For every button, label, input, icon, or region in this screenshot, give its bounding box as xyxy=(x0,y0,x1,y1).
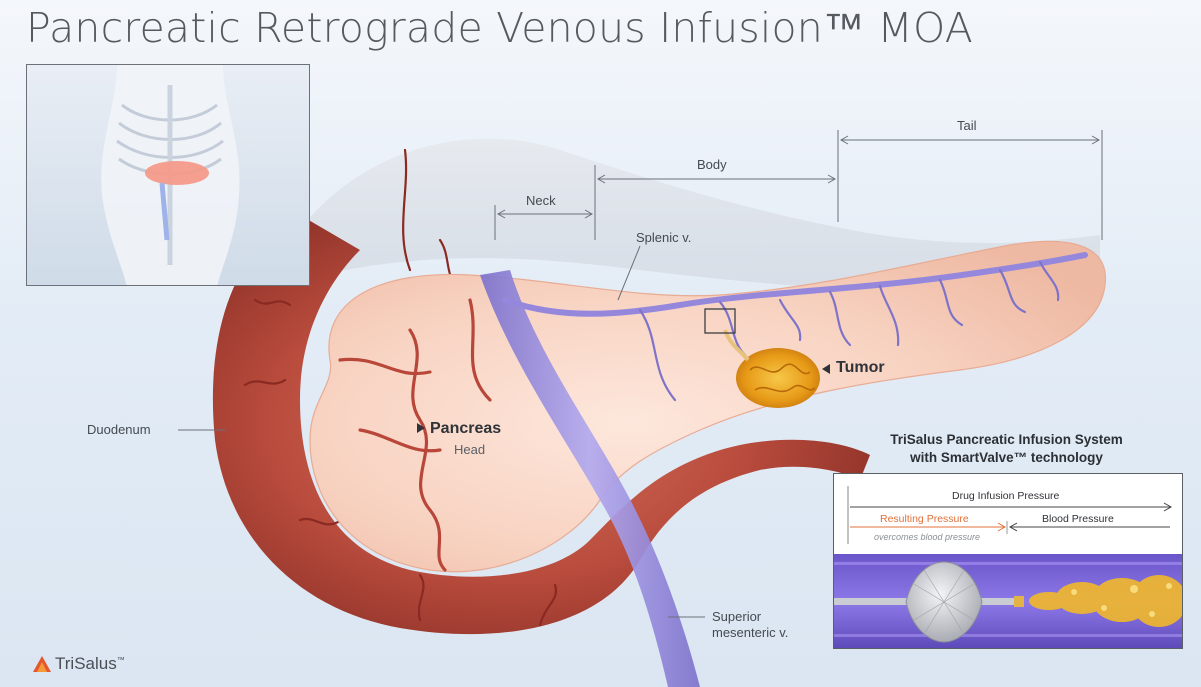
drug-infusion-pressure-label: Drug Infusion Pressure xyxy=(952,490,1059,502)
trisalus-triangle-icon xyxy=(33,656,51,672)
pancreas-label: Pancreas xyxy=(430,420,501,438)
tail-label: Tail xyxy=(957,118,977,133)
splenic-vein-label: Splenic v. xyxy=(636,230,691,245)
panel-title-line2: with SmartValve™ technology xyxy=(830,449,1183,467)
inset-pancreas xyxy=(145,161,209,185)
superior-mesenteric-label-line2: mesenteric v. xyxy=(712,625,788,640)
panel-title-line1: TriSalus Pancreatic Infusion System xyxy=(830,431,1183,449)
resulting-pressure-label: Resulting Pressure xyxy=(880,513,969,525)
head-label: Head xyxy=(454,442,485,457)
overcomes-blood-pressure-note: overcomes blood pressure xyxy=(874,532,980,542)
tumor-label: Tumor xyxy=(836,359,885,377)
smartvalve-panel: Drug Infusion Pressure Resulting Pressur… xyxy=(833,473,1183,649)
panel-title: TriSalus Pancreatic Infusion System with… xyxy=(830,431,1183,467)
logo-text: TriSalus™ xyxy=(55,654,125,674)
duodenum-label: Duodenum xyxy=(87,422,151,437)
superior-mesenteric-label-line1: Superior xyxy=(712,609,761,624)
body-label: Body xyxy=(697,157,727,172)
blood-pressure-label: Blood Pressure xyxy=(1042,513,1114,525)
trisalus-logo: TriSalus™ xyxy=(33,654,125,674)
tumor-shape xyxy=(736,348,820,408)
body-location-inset xyxy=(26,64,310,286)
neck-label: Neck xyxy=(526,193,556,208)
